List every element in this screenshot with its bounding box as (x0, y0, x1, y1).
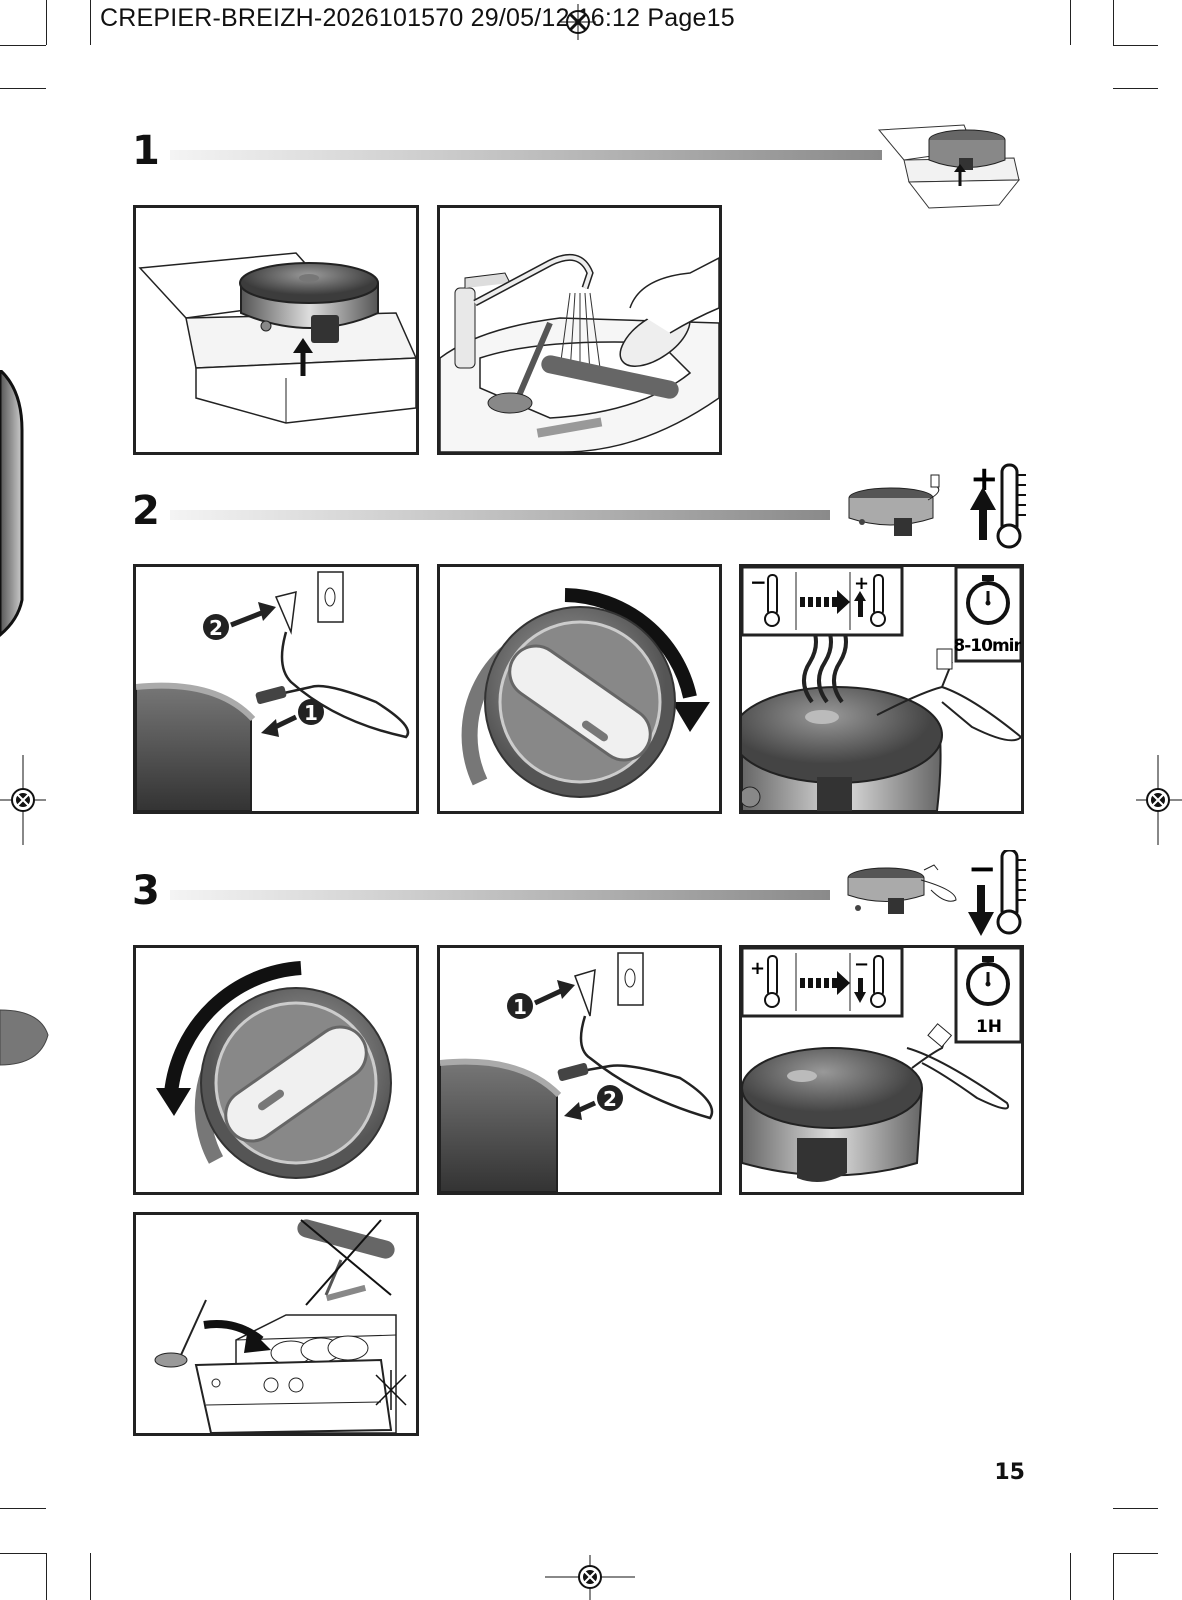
crop-mark (1113, 0, 1114, 45)
svg-text:+: + (750, 958, 765, 979)
crop-mark (46, 1553, 47, 1600)
panel-cooldown: + − 1H (739, 945, 1024, 1195)
dial-icon (461, 588, 710, 798)
plug-icon: 2 1 (136, 571, 410, 811)
panel-dial-min (133, 945, 419, 1195)
crop-mark (90, 1553, 91, 1600)
preheat-thumbnail-icon: + (848, 460, 1026, 549)
print-header: CREPIER-BREIZH-2026101570 29/05/12 16:12… (100, 4, 735, 32)
crop-mark (1113, 45, 1158, 46)
panel-preheat: − + 8-10min (739, 564, 1024, 814)
crop-mark (1070, 1553, 1071, 1600)
cooldown-thumbnail-icon: − (847, 850, 1026, 936)
panel-unbox (133, 205, 419, 455)
step-divider (170, 890, 830, 900)
crepe-maker-edge-icon (0, 370, 49, 1066)
registration-mark-icon (1136, 755, 1182, 845)
svg-text:−: − (750, 570, 767, 594)
panel-plug-in: 2 1 (133, 564, 419, 814)
svg-text:2: 2 (603, 1087, 617, 1111)
preheat-illustration-icon: − + 8-10min (742, 567, 1021, 811)
wall-socket-icon: 1 2 (440, 952, 714, 1192)
panel-wash (437, 205, 722, 455)
svg-text:8-10min: 8-10min (953, 636, 1021, 656)
svg-text:1: 1 (304, 701, 318, 725)
panel-dishwasher (133, 1212, 419, 1436)
page-number: 15 (994, 1460, 1025, 1485)
box-icon (138, 252, 416, 424)
sink-icon (440, 253, 719, 452)
crop-mark (0, 1508, 46, 1509)
step-number: 1 (132, 128, 160, 174)
step-divider (170, 150, 882, 160)
svg-text:−: − (968, 850, 997, 889)
crop-mark (1070, 0, 1071, 45)
registration-mark-icon (560, 4, 596, 40)
svg-text:2: 2 (209, 616, 223, 640)
crop-mark (90, 0, 91, 45)
crop-mark (1113, 88, 1158, 89)
cooldown-illustration-icon: + − 1H (742, 948, 1021, 1182)
panel-dial-max (437, 564, 722, 814)
step-divider (170, 510, 830, 520)
crop-mark (0, 1553, 46, 1554)
crop-mark (1113, 1553, 1114, 1600)
svg-text:−: − (854, 954, 869, 975)
crop-mark (0, 45, 46, 46)
dial-icon (156, 961, 392, 1179)
svg-text:1: 1 (513, 995, 527, 1019)
unboxing-thumbnail-icon (877, 124, 1021, 209)
svg-text:1H: 1H (976, 1017, 1002, 1037)
svg-text:+: + (854, 573, 869, 594)
crop-mark (1113, 1553, 1158, 1554)
registration-mark-icon (545, 1555, 635, 1600)
step-number: 2 (132, 488, 160, 534)
registration-mark-icon (0, 755, 46, 845)
panel-unplug: 1 2 (437, 945, 722, 1195)
step-number: 3 (132, 868, 160, 914)
crop-mark (0, 88, 46, 89)
crop-mark (1113, 1508, 1158, 1509)
dishwasher-icon (154, 1219, 407, 1433)
crop-mark (46, 0, 47, 45)
